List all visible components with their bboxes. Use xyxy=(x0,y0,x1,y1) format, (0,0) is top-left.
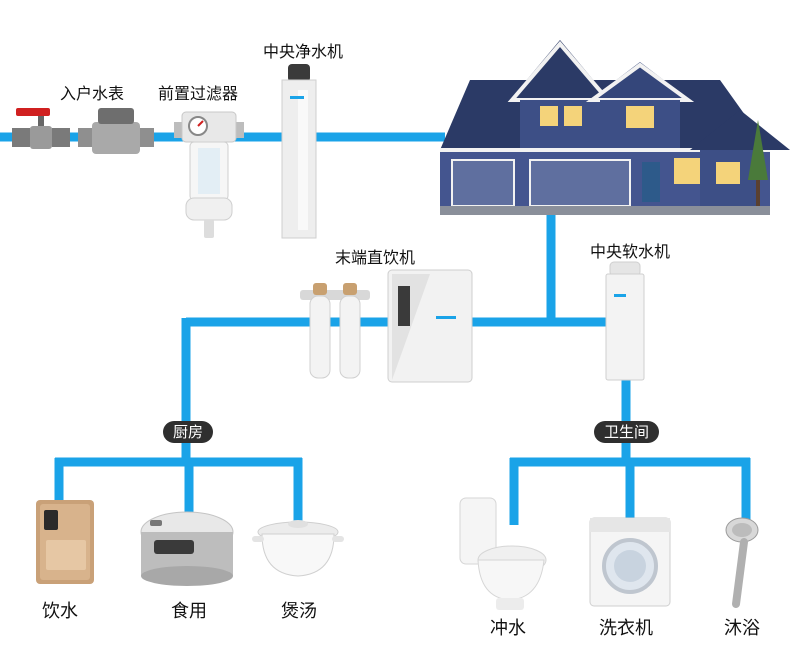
label-flush: 冲水 xyxy=(490,618,526,639)
washing-machine-icon xyxy=(589,517,671,607)
pre-filter-icon xyxy=(174,111,244,238)
toilet-icon xyxy=(459,497,547,610)
pill-bathroom: 卫生间 xyxy=(594,421,660,443)
valve-icon xyxy=(12,108,70,149)
label-soup: 煲汤 xyxy=(281,601,317,622)
rice-cooker-icon xyxy=(140,511,234,586)
label-central-purifier: 中央净水机 xyxy=(263,42,344,61)
water-bar-icon xyxy=(36,500,94,584)
soup-pot-icon xyxy=(252,520,344,577)
water-dispenser-icon xyxy=(300,269,473,383)
label-drinking: 饮水 xyxy=(42,601,78,622)
shower-head-icon xyxy=(725,517,759,608)
label-terminal-dispenser: 末端直饮机 xyxy=(335,248,416,267)
label-central-softener: 中央软水机 xyxy=(590,242,671,261)
label-washing-machine: 洗衣机 xyxy=(599,618,653,639)
softener-icon xyxy=(605,261,645,381)
purifier-column-icon xyxy=(281,64,317,239)
label-pre-filter: 前置过滤器 xyxy=(158,84,239,103)
label-inlet-meter: 入户水表 xyxy=(60,84,125,103)
house-icon xyxy=(440,40,790,215)
label-cooking: 食用 xyxy=(171,601,207,622)
label-shower: 沐浴 xyxy=(724,618,760,639)
water-meter-icon xyxy=(78,108,154,154)
pill-kitchen: 厨房 xyxy=(163,421,214,443)
